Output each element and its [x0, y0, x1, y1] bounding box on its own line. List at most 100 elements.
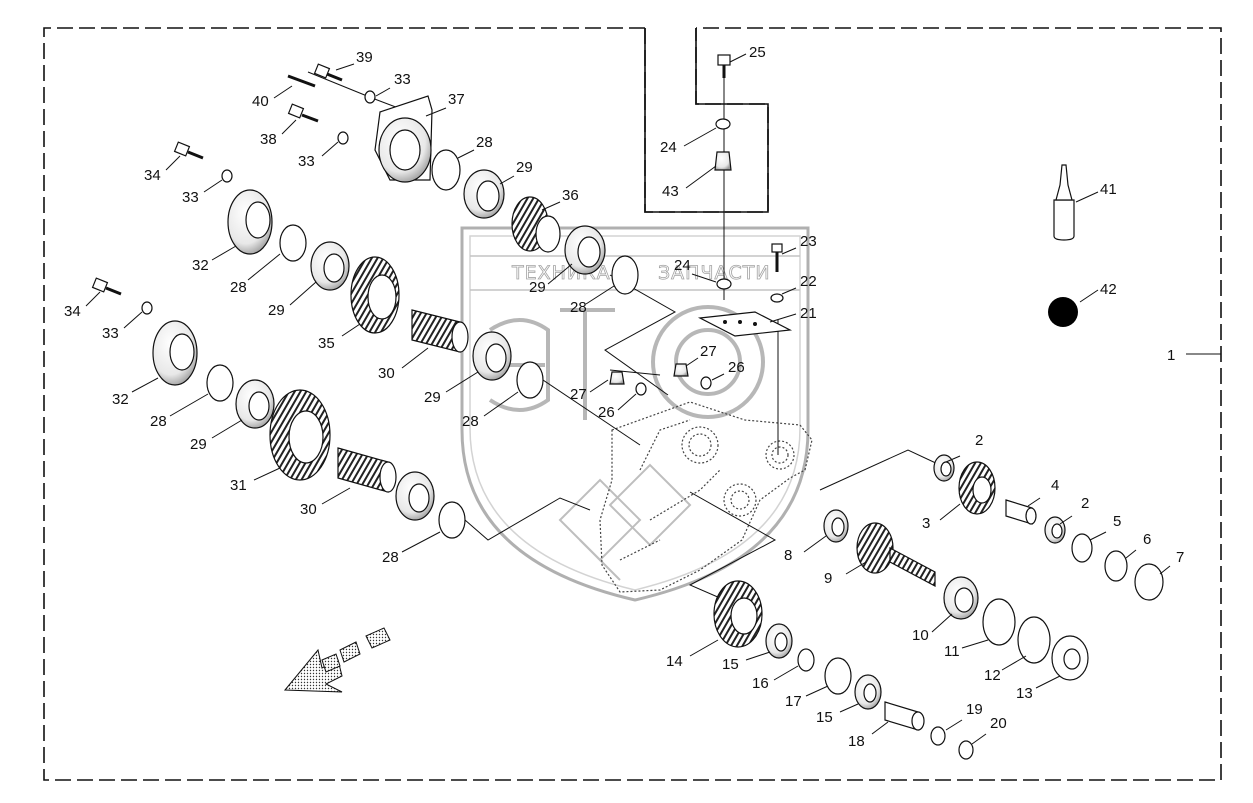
leader-line-c28f [401, 531, 441, 553]
part-42-sealant-ball [1048, 297, 1078, 327]
part-33-washer-2 [337, 131, 349, 145]
part-24-washer-top [715, 118, 731, 130]
callout-c18: 18 [848, 733, 865, 750]
callout-c30b: 30 [300, 501, 317, 518]
front-direction-arrow-icon [283, 627, 391, 693]
leader-line-c24b [691, 273, 717, 283]
leader-line-c29d [445, 371, 479, 393]
callout-c16: 16 [752, 675, 769, 692]
callout-c27a: 27 [570, 386, 587, 403]
part-33-washer-top [364, 90, 376, 104]
callout-c9: 9 [824, 570, 832, 587]
part-28-shim-4 [516, 361, 544, 399]
callout-c43: 43 [662, 183, 679, 200]
leader-line-c24a [683, 127, 717, 147]
callout-c24a: 24 [660, 139, 677, 156]
callout-c34a: 34 [144, 167, 161, 184]
leader-line-c30a [401, 347, 429, 369]
leader-line-c16 [773, 665, 799, 681]
leader-line-c9 [845, 561, 867, 575]
part-26-seal-2 [700, 376, 712, 390]
callout-c29c: 29 [268, 302, 285, 319]
part-7-cap [1134, 563, 1164, 601]
callout-c36: 36 [562, 187, 579, 204]
part-12-snap-ring [1017, 616, 1051, 664]
callout-c38: 38 [260, 131, 277, 148]
callout-c4: 4 [1051, 477, 1059, 494]
leader-line-c41 [1075, 191, 1099, 203]
callout-c28b: 28 [570, 299, 587, 316]
callout-c32b: 32 [112, 391, 129, 408]
leader-line-c26a [617, 393, 637, 411]
watermark-text-right: ЗАПЧАСТИ [658, 262, 771, 284]
callout-c28c: 28 [230, 279, 247, 296]
callout-c33a: 33 [394, 71, 411, 88]
leader-line-c11 [961, 639, 989, 649]
callout-c37: 37 [448, 91, 465, 108]
leader-line-c28a [457, 149, 475, 159]
part-31-gear [269, 389, 331, 481]
leader-line-c17 [805, 685, 829, 697]
part-29-bearing-3 [310, 241, 350, 291]
part-28-shim-5 [206, 364, 234, 402]
part-3-gear [958, 461, 996, 515]
leader-line-c20 [971, 733, 987, 745]
callout-c28a: 28 [476, 134, 493, 151]
leader-line-c42 [1079, 289, 1099, 303]
part-2-bearing-1 [933, 454, 955, 482]
part-13-washer [1051, 635, 1089, 681]
callout-c5: 5 [1113, 513, 1121, 530]
callout-c2a: 2 [975, 432, 983, 449]
callout-c11: 11 [944, 643, 960, 660]
part-17-snap-ring [824, 657, 852, 695]
leader-line-c33a [375, 87, 391, 97]
leader-line-c10 [931, 613, 953, 633]
part-29-bearing-6 [395, 471, 435, 521]
callout-c30a: 30 [378, 365, 395, 382]
callout-c26b: 26 [728, 359, 745, 376]
leader-line-c31 [253, 467, 281, 481]
leader-line-c26b [711, 373, 725, 381]
callout-c28d: 28 [462, 413, 479, 430]
leader-line-c37 [425, 107, 447, 117]
callout-c20: 20 [990, 715, 1007, 732]
callout-c8: 8 [784, 547, 792, 564]
part-28-shim-1 [431, 149, 461, 191]
leader-line-c12 [1001, 655, 1027, 671]
leader-line-c35 [341, 323, 361, 337]
leader-line-c33d [123, 311, 143, 329]
callout-c24b: 24 [674, 257, 691, 274]
leader-line-c15b [839, 703, 859, 713]
part-38-bolt [287, 103, 319, 123]
leader-line-c32b [131, 377, 159, 393]
part-15-bearing-1 [765, 623, 793, 659]
callout-c34b: 34 [64, 303, 81, 320]
part-8-bearing [823, 509, 849, 543]
part-5-ring [1071, 533, 1093, 563]
transmission-housing [599, 401, 813, 593]
part-35-gear [350, 256, 400, 334]
leader-line-c29c [289, 281, 317, 306]
leader-line-c36 [541, 201, 561, 211]
callout-c40: 40 [252, 93, 269, 110]
callout-c29a: 29 [516, 159, 533, 176]
callout-c13: 13 [1016, 685, 1033, 702]
callout-c33c: 33 [182, 189, 199, 206]
leader-line-c32a [211, 245, 237, 261]
part-16-ring [797, 648, 815, 672]
leader-line-c34a [165, 155, 181, 171]
leader-line-c43 [685, 165, 717, 189]
leader-line-c40 [273, 85, 293, 99]
part-10-bearing [943, 576, 979, 620]
part-30-sleeve-1 [411, 309, 469, 353]
part-26-seal-1 [635, 382, 647, 396]
callout-c25: 25 [749, 44, 766, 61]
part-29-bearing-2 [564, 225, 606, 275]
part-27-plug-2 [673, 363, 689, 377]
leader-line-c33b [321, 141, 339, 157]
callout-c3: 3 [922, 515, 930, 532]
part-20-o-ring [958, 740, 974, 760]
part-9-shaft [856, 522, 936, 587]
callout-c33b: 33 [298, 153, 315, 170]
leader-line-c28c [247, 253, 281, 281]
